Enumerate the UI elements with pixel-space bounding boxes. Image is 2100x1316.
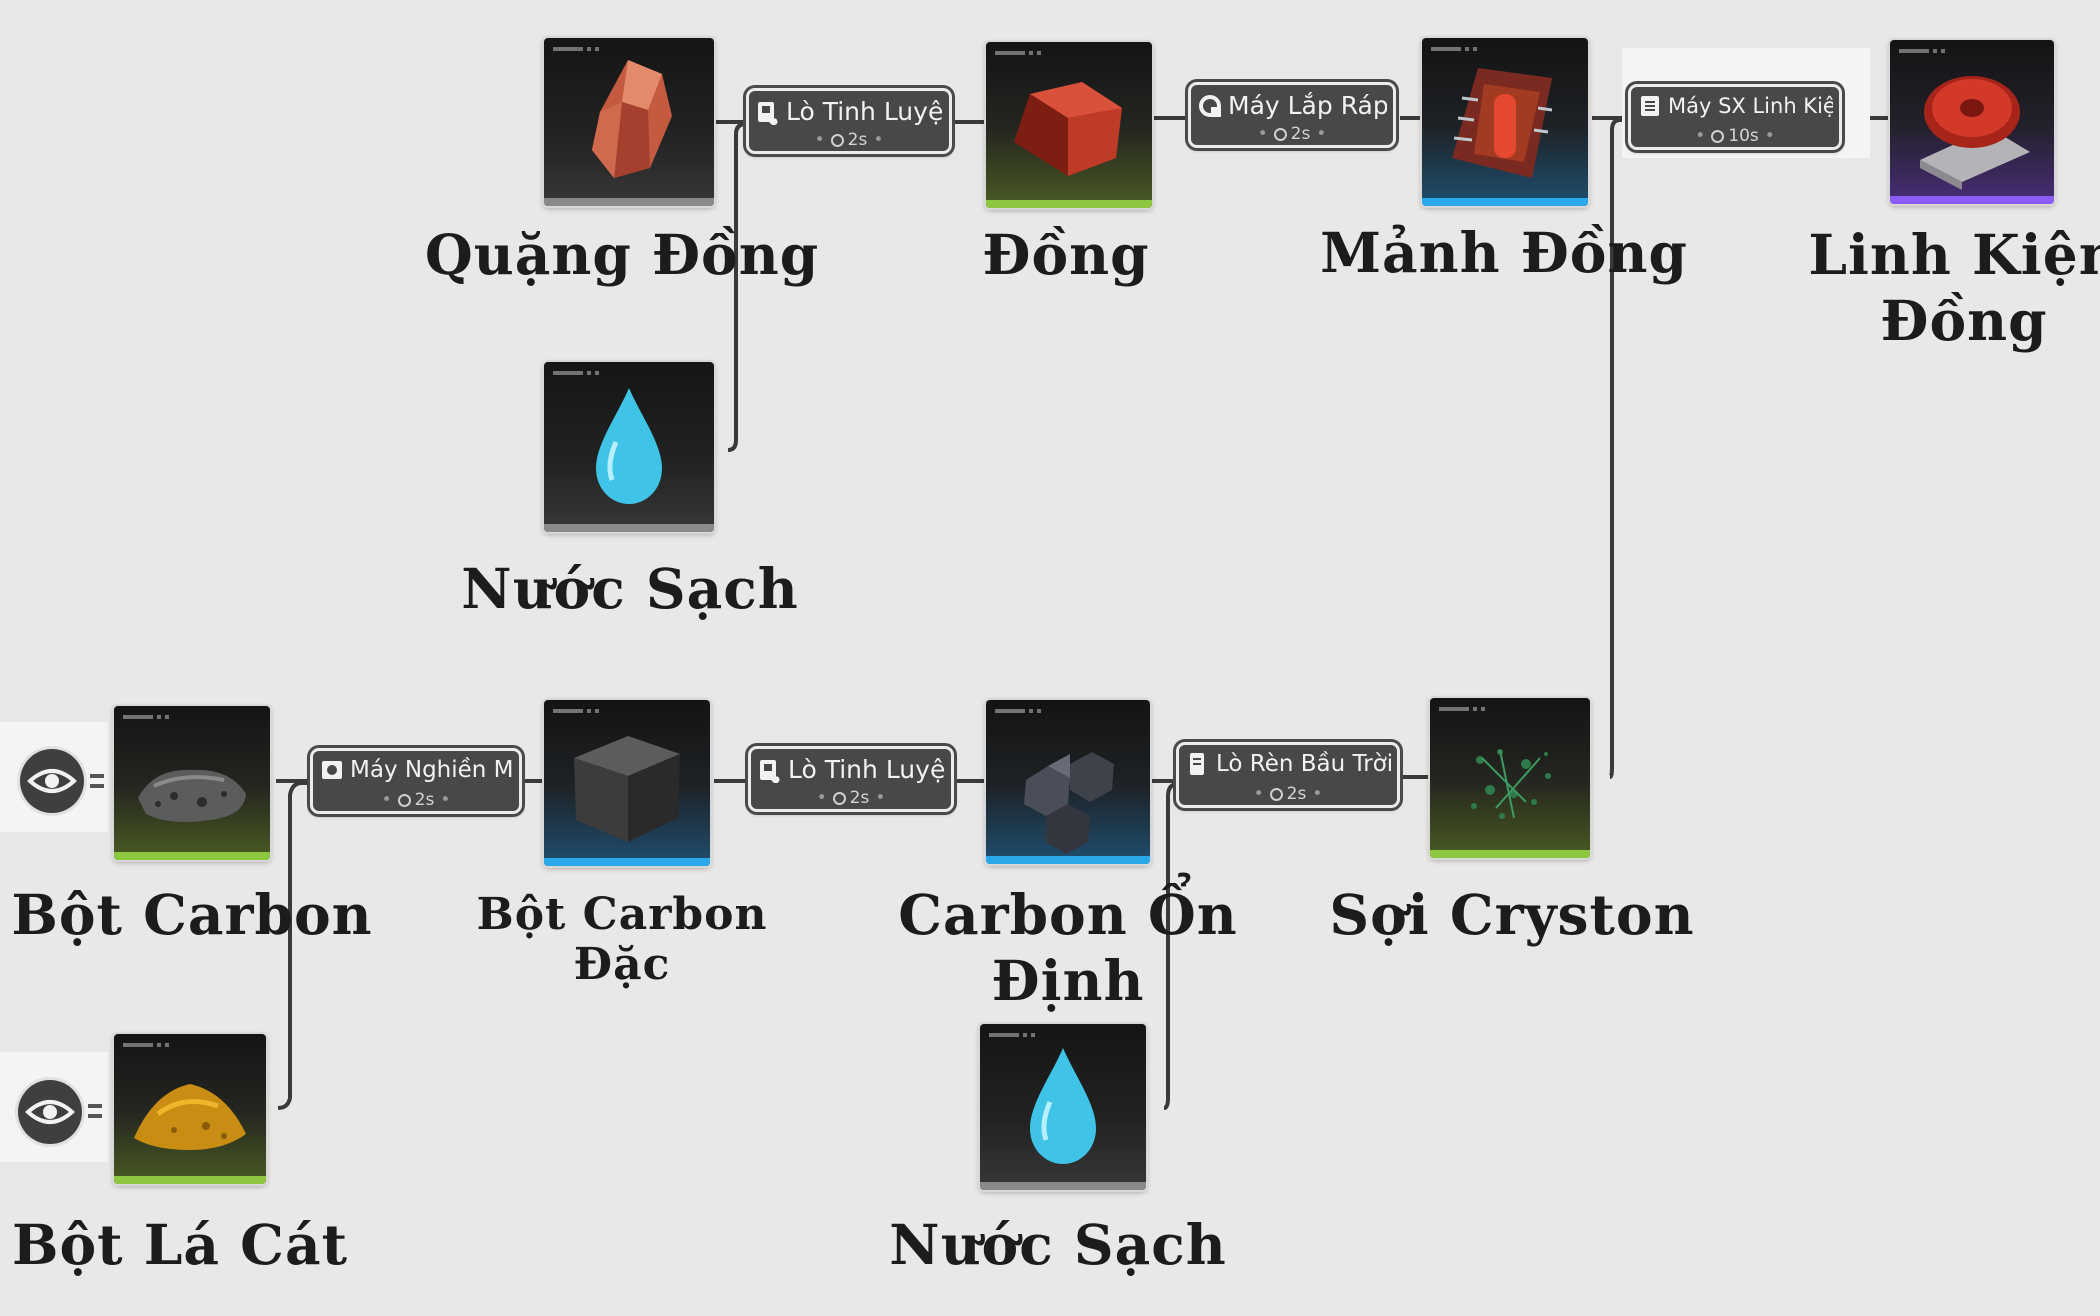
water-drop-icon <box>596 388 662 504</box>
equals-icon <box>90 774 104 788</box>
machine-time: 2s <box>847 130 868 150</box>
nuoc-sach-bottom-label: Nước Sạch <box>889 1212 1227 1277</box>
toggle-visibility-button[interactable] <box>20 749 84 813</box>
copper-icon <box>1014 82 1122 176</box>
dong-label: Đồng <box>982 222 1150 287</box>
bot-carbon-label: Bột Carbon <box>11 882 373 947</box>
stable-carbon-icon <box>1024 752 1114 854</box>
lo-ren-bau-troi-machine[interactable]: Lò Rèn Bầu Trời •2s• <box>1176 742 1400 808</box>
may-lap-rap-machine[interactable]: Máy Lắp Ráp •2s• <box>1188 82 1396 148</box>
copper-ore-icon <box>592 60 672 178</box>
machine-time: 2s <box>414 790 435 810</box>
machine-name: Máy Nghiền Mịn <box>350 757 513 783</box>
clock-icon <box>1711 130 1725 143</box>
nuoc-sach-top-item[interactable] <box>544 362 714 532</box>
grinder-icon <box>322 761 342 779</box>
clock-icon <box>1273 128 1287 141</box>
manh-dong-item[interactable] <box>1422 38 1588 206</box>
linh-kien-dong-label-line1: Linh Kiện <box>1808 222 2100 287</box>
carbon-on-dinh-item[interactable] <box>986 700 1150 864</box>
water-drop-icon <box>1030 1048 1096 1164</box>
bot-carbon-dac-label-line2: Đặc <box>573 939 671 990</box>
clock-icon <box>832 792 846 805</box>
soi-cryston-item[interactable] <box>1430 698 1590 858</box>
bot-carbon-dac-label-line1: Bột Carbon <box>476 889 768 940</box>
bot-carbon-item[interactable] <box>114 706 270 860</box>
soi-cryston-label: Sợi Cryston <box>1329 882 1695 947</box>
bot-la-cat-item[interactable] <box>114 1034 266 1184</box>
bot-la-cat-label: Bột Lá Cát <box>12 1212 348 1277</box>
machine-name: Máy Lắp Ráp <box>1228 91 1387 120</box>
cryston-fiber-icon <box>1471 749 1551 819</box>
bot-carbon-dac-item[interactable] <box>544 700 710 866</box>
machine-name: Lò Tinh Luyện <box>786 97 943 126</box>
carbon-on-dinh-label-line2: Định <box>991 948 1145 1013</box>
forge-icon <box>1190 753 1204 775</box>
nuoc-sach-top-label: Nước Sạch <box>461 556 799 621</box>
quang-dong-label: Quặng Đồng <box>424 222 820 287</box>
linh-kien-dong-label-line2: Đồng <box>1880 288 2048 353</box>
machine-time: 2s <box>849 788 870 808</box>
assembler-icon <box>1199 94 1221 117</box>
fabricator-icon <box>1641 96 1659 116</box>
quang-dong-item[interactable] <box>544 38 714 206</box>
machine-time: 10s <box>1728 126 1759 146</box>
copper-component-icon <box>1920 76 2030 190</box>
copper-plate-icon <box>1452 68 1553 178</box>
equals-icon <box>88 1104 102 1118</box>
furnace-icon <box>758 101 778 125</box>
manh-dong-label: Mảnh Đồng <box>1320 220 1688 285</box>
machine-time: 2s <box>1286 784 1307 804</box>
carbon-powder-icon <box>138 769 246 822</box>
carbon-on-dinh-label-line1: Carbon Ổn <box>898 882 1238 947</box>
machine-name: Lò Rèn Bầu Trời <box>1216 751 1391 777</box>
linh-kien-dong-item[interactable] <box>1890 40 2054 204</box>
toggle-visibility-button[interactable] <box>18 1080 82 1144</box>
machine-name: Lò Tinh Luyện <box>788 755 945 784</box>
eye-icon <box>27 769 77 793</box>
eye-icon <box>25 1100 75 1124</box>
lo-tinh-luyen-top-machine[interactable]: Lò Tinh Luyện •2s• <box>746 88 952 154</box>
dense-carbon-icon <box>574 736 680 842</box>
sand-leaf-powder-icon <box>134 1084 246 1150</box>
furnace-icon <box>760 759 780 783</box>
clock-icon <box>397 794 411 807</box>
nuoc-sach-bottom-item[interactable] <box>980 1024 1146 1190</box>
may-nghien-min-machine[interactable]: Máy Nghiền Mịn •2s• <box>310 748 522 814</box>
clock-icon <box>830 134 844 147</box>
clock-icon <box>1269 788 1283 801</box>
machine-name: Máy SX Linh Kiện <box>1668 94 1833 118</box>
lo-tinh-luyen-bottom-machine[interactable]: Lò Tinh Luyện •2s• <box>748 746 954 812</box>
machine-time: 2s <box>1290 124 1311 144</box>
may-sx-linh-kien-machine[interactable]: Máy SX Linh Kiện •10s• <box>1628 84 1842 150</box>
dong-item[interactable] <box>986 42 1152 208</box>
